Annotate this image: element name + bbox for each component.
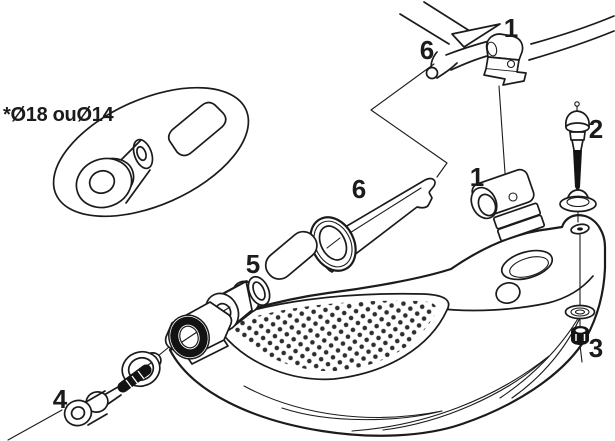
tube-axis-line bbox=[344, 187, 422, 237]
bolt-thread-lines bbox=[125, 370, 145, 389]
cup-inner bbox=[127, 356, 155, 382]
handguard-body bbox=[168, 214, 607, 437]
screw-collar bbox=[569, 131, 586, 141]
bolt-shaft bbox=[103, 386, 122, 405]
bolt-head-face bbox=[63, 399, 93, 427]
bar-end-circle bbox=[425, 66, 439, 80]
clamp-leader-line bbox=[498, 85, 506, 174]
chevron-leader-line bbox=[370, 63, 448, 178]
clamp-mid-opening-inner bbox=[477, 193, 497, 217]
mesh-panel bbox=[232, 300, 437, 372]
lever-lines bbox=[399, 1, 474, 45]
grommet-axis bbox=[181, 331, 198, 343]
handlebar-assembly bbox=[399, 1, 615, 80]
clamp-mid-opening bbox=[470, 186, 498, 220]
mount-bolt bbox=[63, 364, 152, 427]
clamp-upper bbox=[483, 33, 527, 86]
screw-head-base bbox=[565, 122, 590, 133]
clamp-mid-band1 bbox=[492, 202, 542, 230]
callout-slot-shape bbox=[167, 101, 227, 157]
clamp-mid bbox=[470, 168, 546, 242]
screw-washer bbox=[559, 195, 597, 213]
handlebar-left-segment bbox=[445, 40, 492, 71]
lock-nut-slots bbox=[575, 334, 586, 341]
part-label-3: 3 bbox=[589, 333, 603, 363]
part-label-6-mid: 6 bbox=[352, 174, 366, 204]
part-label-1-upper: 1 bbox=[504, 13, 518, 43]
callout-bushing-drawing bbox=[75, 138, 154, 209]
grommet-ring bbox=[170, 316, 208, 358]
grip-pad bbox=[264, 230, 318, 280]
clamp-mid-hole bbox=[508, 192, 518, 202]
screw-shaft bbox=[573, 150, 582, 187]
clamp-upper-hole bbox=[506, 59, 516, 69]
callout-ellipse bbox=[52, 86, 250, 218]
clamp-screw bbox=[559, 101, 597, 223]
lock-nut-top bbox=[575, 328, 586, 333]
bolt-head-sides bbox=[85, 390, 108, 426]
adapter-ring-axis bbox=[326, 237, 341, 249]
bolt-socket-hole bbox=[70, 406, 86, 420]
handguard-tab-hole bbox=[570, 223, 590, 235]
part-labels: *Ø18 ouØ14 1 6 2 1 6 5 4 3 bbox=[3, 13, 603, 414]
part-label-6-upper: 6 bbox=[420, 35, 434, 65]
diameter-note: *Ø18 ouØ14 bbox=[3, 104, 115, 126]
adapter-ring-rim bbox=[313, 220, 353, 268]
handguard-round-hole bbox=[495, 281, 521, 305]
part-label-1-mid: 1 bbox=[470, 162, 484, 192]
boss-plate-thickness bbox=[187, 339, 229, 365]
screw-washer-inner bbox=[566, 196, 590, 208]
thin-washer-hole bbox=[252, 281, 266, 301]
lock-nut-set bbox=[564, 233, 596, 363]
part-label-4: 4 bbox=[53, 384, 68, 414]
part-label-2: 2 bbox=[589, 114, 603, 144]
handguard-oval-hole-inner bbox=[509, 256, 549, 278]
mount-boss bbox=[164, 301, 233, 365]
nut-washer-hole bbox=[574, 309, 586, 315]
part-label-5: 5 bbox=[246, 249, 260, 279]
detail-callout bbox=[52, 86, 250, 218]
handlebar-right-segment bbox=[528, 15, 615, 61]
nut-washer-mid bbox=[570, 307, 590, 317]
lever-blade bbox=[451, 23, 501, 48]
screw-neck bbox=[571, 139, 584, 151]
bar-tube bbox=[309, 177, 436, 273]
handguard-oval-hole bbox=[500, 249, 554, 281]
nut-washer-outer bbox=[564, 304, 596, 320]
